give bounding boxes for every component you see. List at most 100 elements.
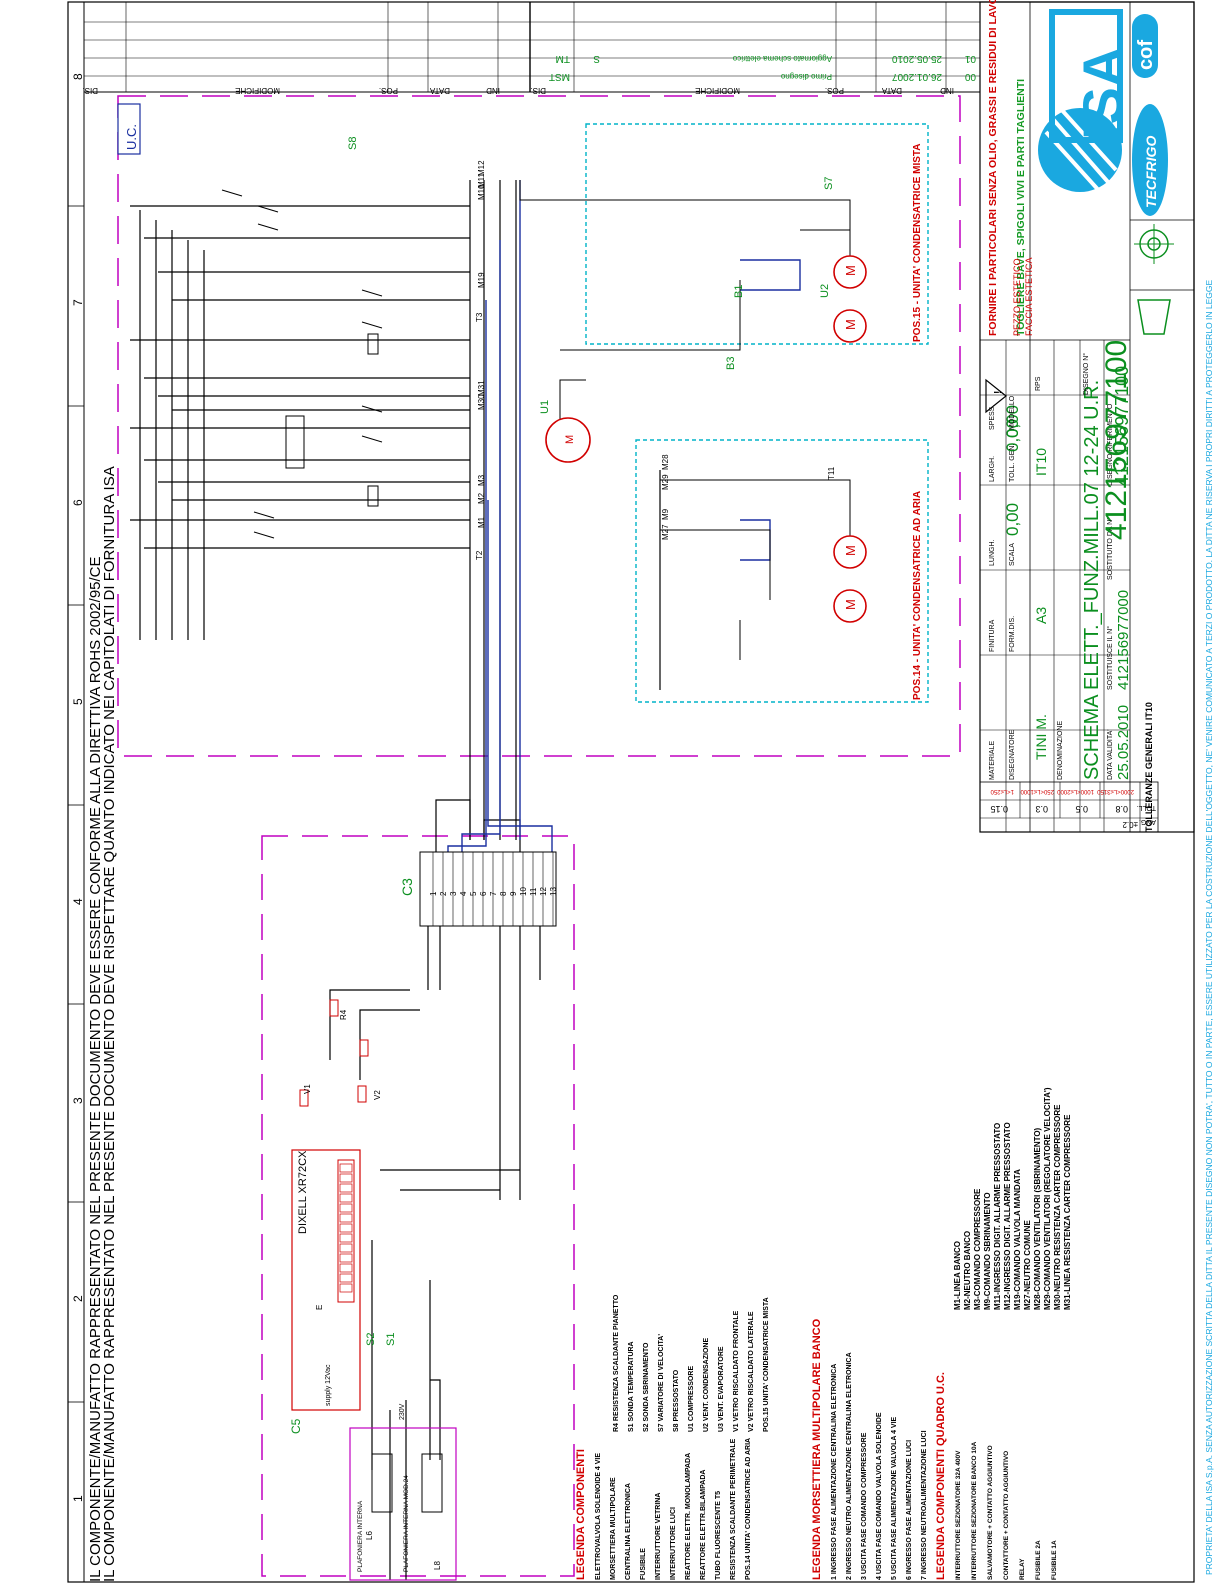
legend-item: RELAY [1019, 1558, 1026, 1580]
component-tag: U2 [819, 284, 831, 298]
field-label: SCALA [1009, 543, 1016, 566]
component-tag: E [315, 1305, 324, 1310]
legend-item: 7 INGRESSO NEUTROALIMENTAZIONE LUCI [921, 1430, 928, 1580]
legend-item: INTERRUTTORE SEZIONATORE BANCO 10A [971, 1441, 978, 1580]
pos14-frame [635, 439, 929, 703]
legend-item: POS.15 UNITA' CONDENSATRICE MISTA [763, 1297, 770, 1432]
warning-icon [985, 378, 1007, 414]
zone-number: 7 [71, 299, 85, 306]
component-tag: M11 [477, 172, 486, 188]
svg-text:PLAFONIERA INTERNA: PLAFONIERA INTERNA [357, 1500, 364, 1572]
legend-item: 4 USCITA FASE COMANDO VALVOLA SOLENOIDE [876, 1412, 883, 1580]
zone-number: 8 [71, 73, 85, 80]
legend-item: M3-COMANDO COMPRESSORE [973, 1188, 982, 1310]
legend-item: U2 VENT. CONDENSAZIONE [703, 1338, 710, 1432]
tolerance-range: 1000<L≤2000 [1057, 788, 1094, 794]
tolerance-range: 250<L≤1000 [1020, 788, 1054, 794]
legend-item: RESISTENZA SCALDANTE PERIMETRALE [730, 1438, 737, 1580]
motor-icon [833, 589, 867, 623]
revision-header: IND [486, 86, 500, 95]
legend-title: LEGENDA MORSETTIERA MULTIPOLARE BANCO [811, 1318, 823, 1580]
component-tag: U1 [539, 400, 551, 414]
component-tag: M27 [661, 524, 670, 540]
revision-ind: 00 [964, 71, 976, 82]
revision-header: DATA [881, 86, 902, 95]
note-green: TOGLIERE BAVE, SPIGOLI VIVI E PARTI TAGL… [1015, 79, 1027, 336]
revision-dis: MST [549, 71, 570, 82]
footer-property-note: PROPRIETA' DELLA ISA S.p.A. SENZA AUTORI… [1204, 280, 1214, 1575]
motor-icon [833, 255, 867, 289]
motor-icon [833, 535, 867, 569]
title-block: FORNIRE I PARTICOLARI SENZA OLIO, GRASSI… [979, 0, 1195, 833]
legend-item: TUBO FLUORESCENTE T5 [715, 1491, 722, 1580]
faccia-estetica: FACCIA ESTETICA [1024, 257, 1034, 336]
svg-text:ISA: ISA [1071, 47, 1134, 140]
tolerance-value: 0.5 [1075, 804, 1088, 814]
field-label: DISEGNO N° [1082, 353, 1090, 395]
tolerance-range: 1<L≤250 [990, 788, 1014, 794]
projection-symbol [1134, 224, 1174, 335]
tecfrigo-logo: TECFRIGO [1132, 104, 1168, 216]
field-label: DISEGNATORE [1009, 729, 1016, 780]
field-label: FORM.DIS. [1009, 616, 1016, 652]
plafoniera: PLAFONIERA INTERNA PLAFONIERA INTERNA MO… [349, 1403, 457, 1581]
svg-text:RPS: RPS [1035, 376, 1042, 391]
uc-label: U.C. [124, 124, 139, 150]
svg-text:DIXELL XR72CX: DIXELL XR72CX [297, 1150, 309, 1234]
legend-item: S1 SONDA TEMPERATURA [628, 1341, 635, 1432]
revision-header: MODIFICHE [235, 86, 280, 95]
terminal-number: 9 [509, 891, 518, 896]
tolerance-title: TOLLERANZE GENERALI IT10 [1144, 702, 1154, 832]
tolerance-table: TOLLERANZE GENERALI IT10 1<L≤250 250<L≤100… [979, 702, 1159, 833]
reference-drawing: 412156977100 [1112, 366, 1132, 486]
legend-item: S8 PRESSOSTATO [673, 1369, 680, 1432]
drawing-title: SCHEMA ELETT._FUNZ.MILL.07 12-24 U.R. [1081, 380, 1103, 780]
tolerance-range: 2000<L≤3150 [1097, 788, 1134, 794]
component-tag: T3 [475, 312, 484, 322]
legend-item: M1-LINEA BANCO [953, 1241, 962, 1310]
legend-item: M30-NEUTRO RESISTENZA CARTER COMPRESSORE [1053, 1104, 1062, 1310]
component-tag: M9 [661, 508, 670, 520]
legend-item: M19-COMANDO VALVOLA MANDATA [1013, 1169, 1022, 1310]
svg-text:230V: 230V [399, 1403, 406, 1420]
zone-number: 2 [71, 1295, 85, 1302]
motor-icon [545, 417, 591, 463]
terminal-number: 2 [439, 891, 448, 896]
rohs-note: IL COMPONENTE/MANUFATTO RAPPRESENTATO NE… [87, 556, 104, 1582]
zone-number: 3 [71, 1097, 85, 1104]
component-tags: S8S7B1B3U1U2T11T2T3M1M2M3M9M10M11M12M19M… [303, 137, 836, 1570]
field-label: MATERIALE [989, 741, 996, 780]
svg-text:!: ! [993, 391, 1004, 394]
field-label: SPESS. [989, 405, 996, 430]
zone-number: 1 [71, 1495, 85, 1502]
lungh-value: 0,00 [1003, 503, 1022, 536]
component-tag: M28 [661, 454, 670, 470]
component-tag: V1 [303, 1084, 312, 1094]
legend-item: CENTRALINA ELETTRONICA [625, 1483, 632, 1580]
field-label: DENOMINAZIONE [1057, 721, 1064, 780]
field-label: DISEGNO RIFERIMENTO [1107, 403, 1114, 486]
component-tag: M10 [477, 184, 486, 200]
validity-date: 25.05.2010 [1115, 705, 1132, 780]
designer: TINI M. [1033, 714, 1049, 760]
pezzo-estetico: PEZZO ESTETICO [1012, 258, 1022, 336]
tolerance-class: IT10 [1033, 448, 1049, 476]
legend-item: U1 COMPRESSORE [688, 1366, 695, 1432]
legend-item: ELETTROVALVOLA SOLENOIDE 4 VIE [595, 1453, 602, 1580]
field-label: LUNGH. [989, 539, 996, 566]
svg-text:cof: cof [1135, 40, 1157, 70]
legend-title: LEGENDA COMPONENTI [575, 1449, 587, 1580]
component-tag: M12 [477, 160, 486, 176]
legend-item: POS.14 UNITA' CONDENSATRICE AD ARIA [745, 1438, 752, 1580]
zone-number: 4 [71, 898, 85, 905]
legend-item: REATTORE ELETTR.BILAMPADA [700, 1470, 707, 1580]
legend-item: M29-COMANDO VENTILATORI (REGOLATORE VELO… [1043, 1087, 1052, 1310]
revision-header: IND [940, 86, 954, 95]
component-tag: S1 [385, 1333, 397, 1346]
pos15-frame [585, 123, 929, 345]
drawing-number: 412156977100 [1100, 340, 1133, 540]
component-tag: L8 [433, 1561, 442, 1570]
legend-title: LEGENDA COMPONENTI QUADRO U.C. [935, 1372, 947, 1580]
tolerance-row-value: ±0.2 [1122, 820, 1138, 829]
